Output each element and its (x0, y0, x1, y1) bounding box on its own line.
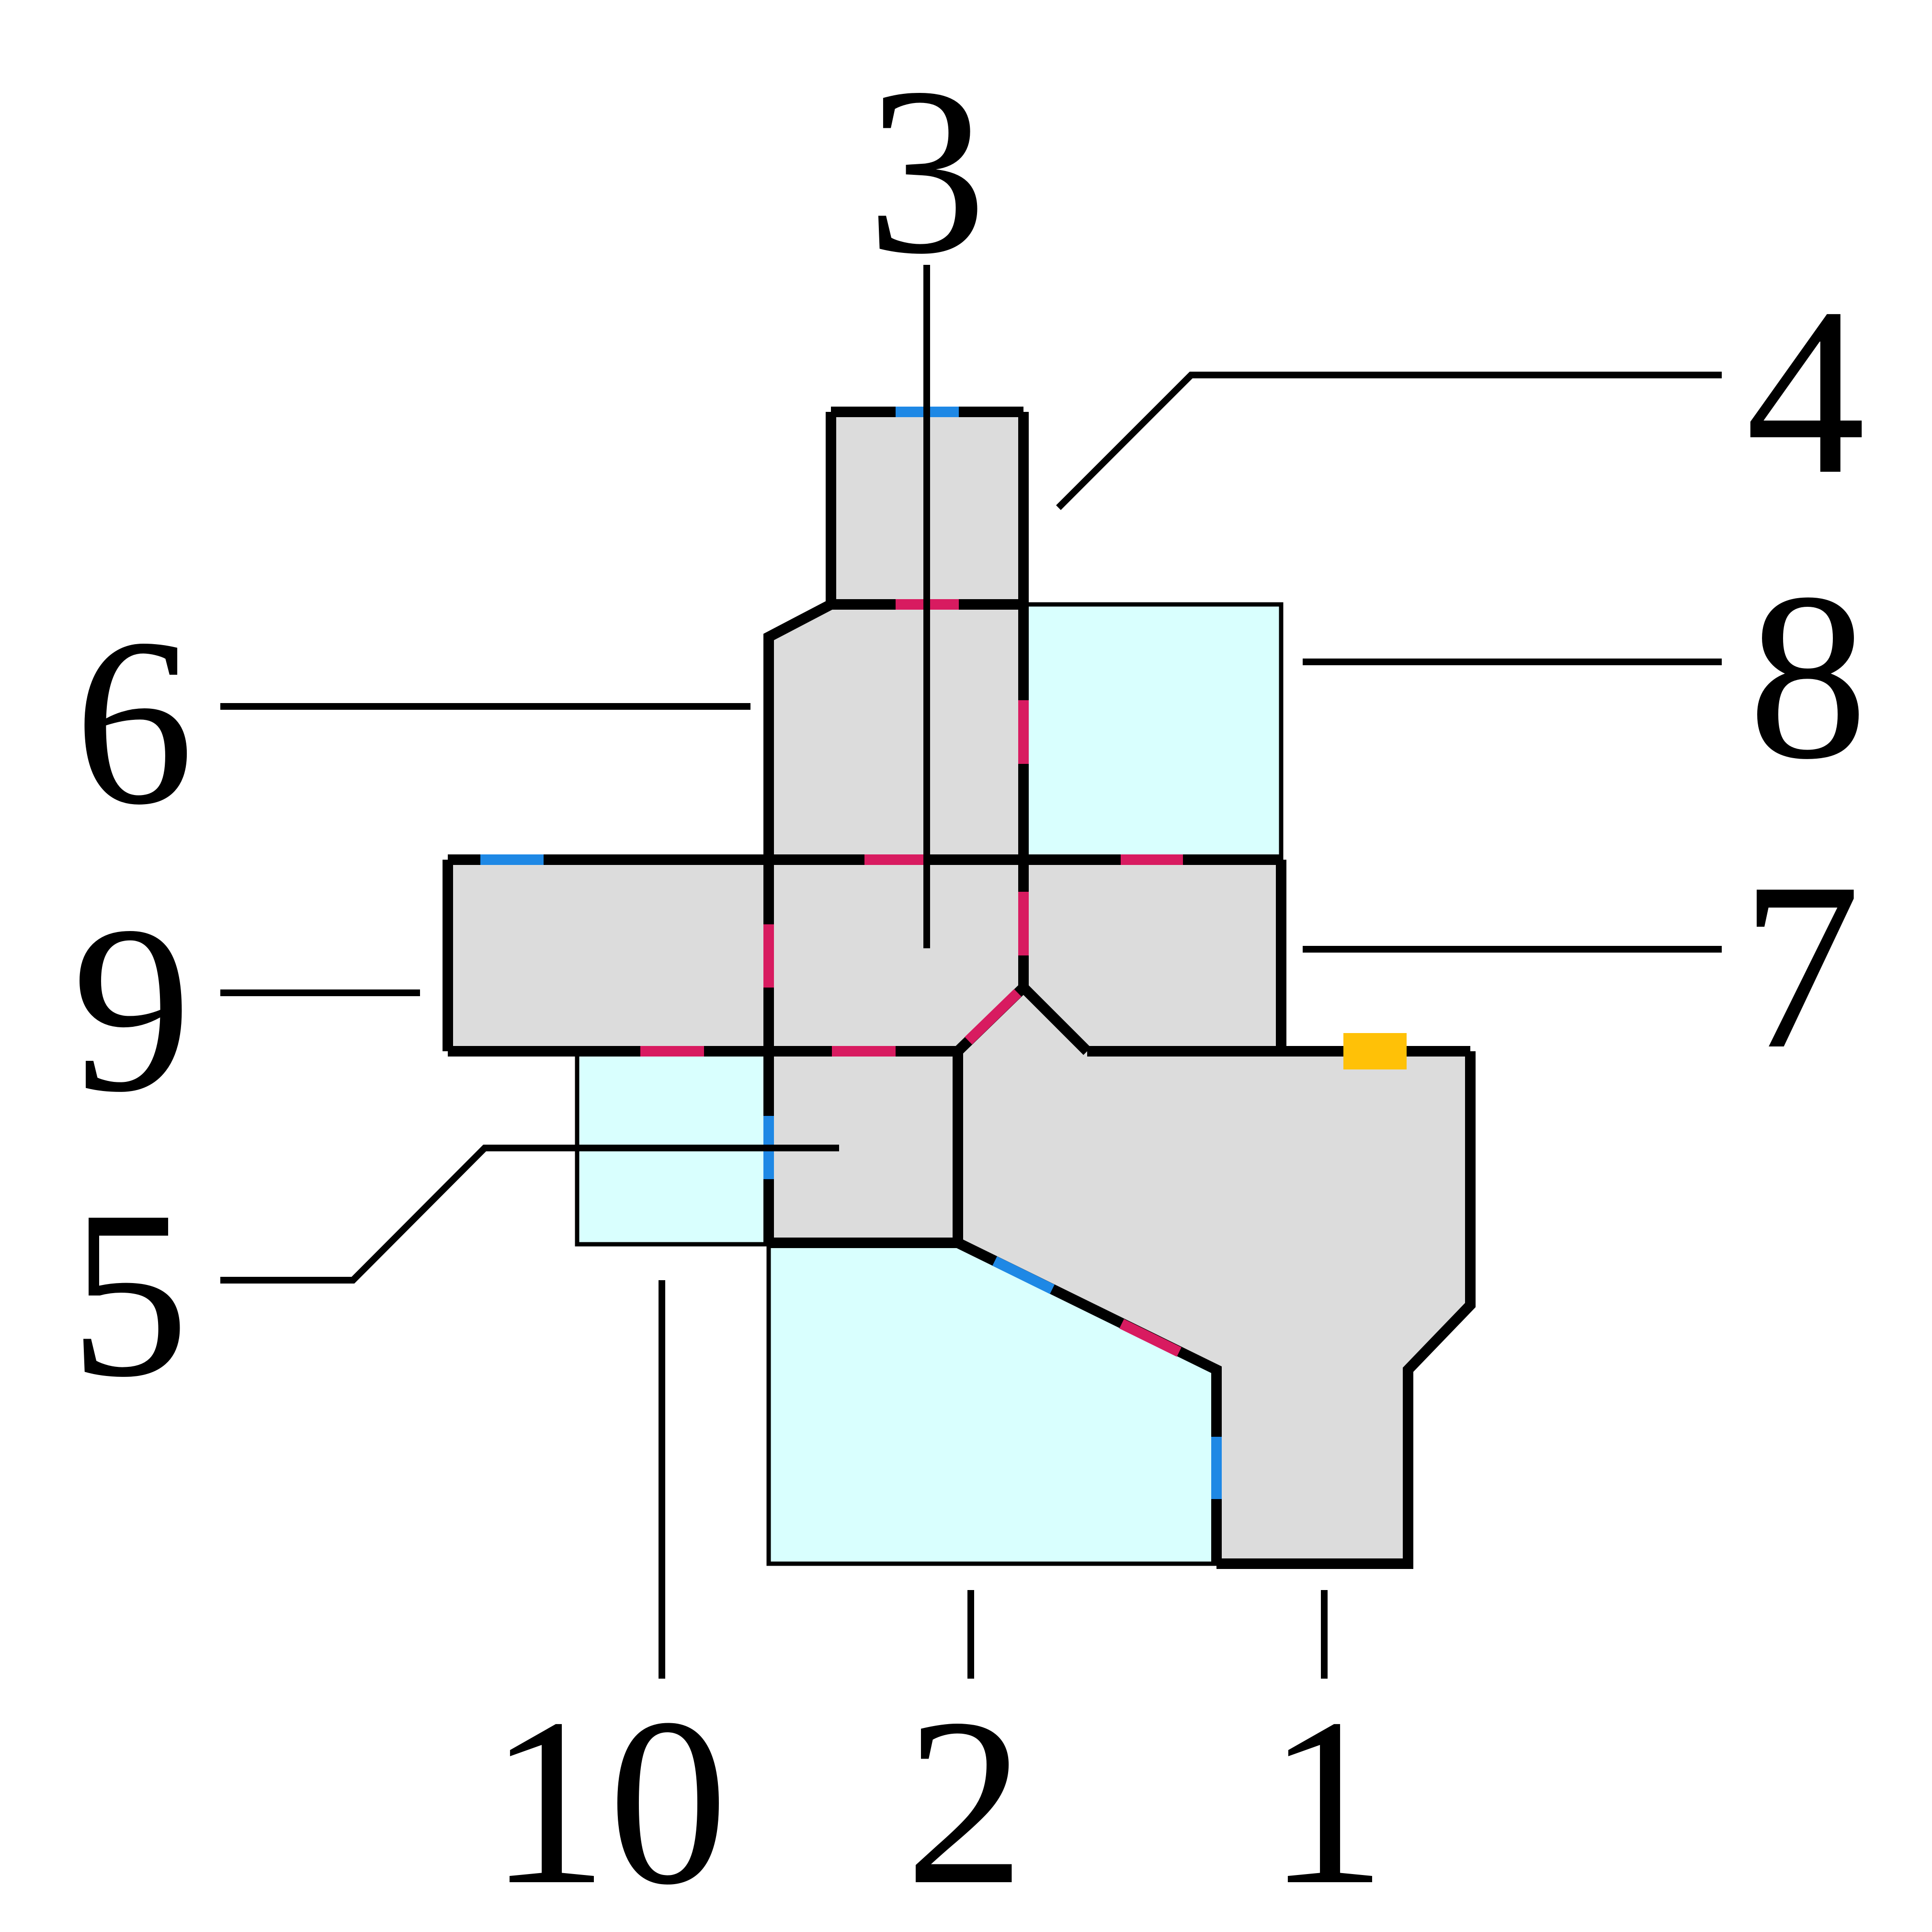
leader-line-5 (220, 1145, 839, 1284)
door-markers (480, 407, 1407, 1499)
door-red (965, 989, 1022, 1045)
wall (1216, 1051, 1476, 1569)
callout-number-9: 9 (72, 876, 192, 1142)
rooms (448, 412, 1470, 1564)
door-red (1119, 1319, 1182, 1357)
callout-number-7: 7 (1741, 833, 1861, 1099)
callout-number-2: 2 (905, 1669, 1025, 1932)
wall (763, 600, 834, 1244)
thin-boundary-upper-right (1023, 602, 1284, 860)
callout-number-8: 8 (1748, 544, 1868, 809)
leader-line-4 (1056, 372, 1722, 510)
room-right-lower (958, 988, 1470, 1564)
callout-numbers: 3 4 8 6 7 9 5 10 2 1 (69, 38, 1868, 1932)
thin-boundary-left-lower (575, 1051, 769, 1247)
callout-number-5: 5 (69, 1161, 189, 1427)
exterior-area-upper-right (1027, 606, 1281, 860)
callout-number-4: 4 (1746, 259, 1865, 524)
room-middle-upper (769, 604, 1023, 860)
door-blue (992, 1256, 1055, 1294)
thin-boundary-bottom (766, 1244, 1216, 1566)
exterior-area-bottom (769, 1243, 1216, 1564)
callout-number-6: 6 (74, 589, 194, 854)
room-left-wing (448, 860, 1281, 1051)
callout-number-1: 1 (1267, 1669, 1386, 1932)
marker-yellow (1343, 1033, 1407, 1069)
callout-number-10: 10 (489, 1669, 728, 1932)
leader-lines (220, 265, 1722, 1679)
callout-number-3: 3 (867, 38, 987, 304)
thin-boundaries (575, 602, 1284, 1566)
